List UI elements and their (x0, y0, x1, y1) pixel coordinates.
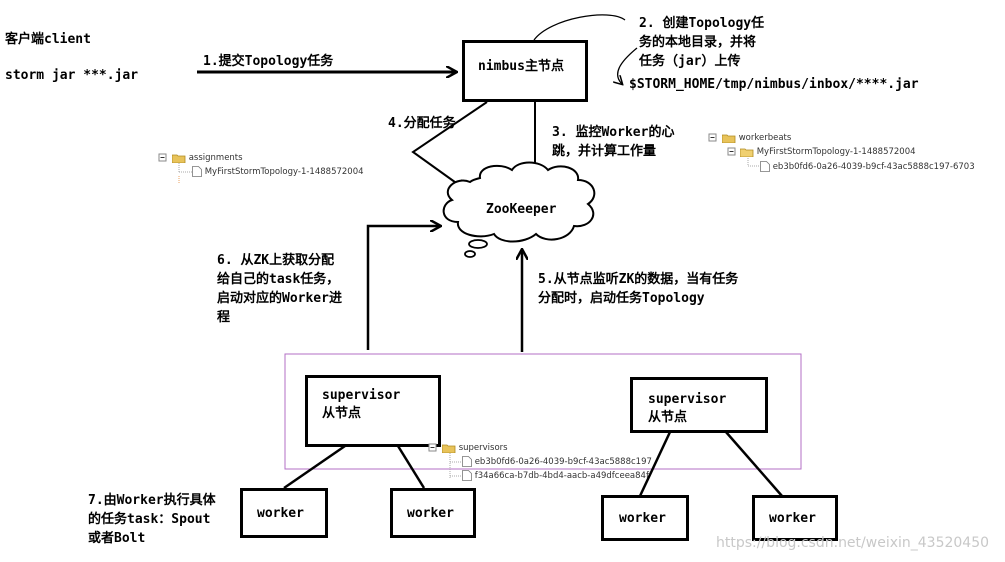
supervisors-child-2-label: f34a66ca-b7db-4bd4-aacb-a49dfceea84f (474, 471, 649, 481)
step3-line2: 跳，并计算工作量 (552, 144, 657, 159)
worker3-label: worker (619, 511, 666, 526)
client-command: storm jar ***.jar (5, 68, 139, 83)
supervisors-frame (284, 353, 802, 470)
supervisor-node-2: supervisor 从节点 (630, 377, 768, 433)
step7-line1: 7.由Worker执行具体 (88, 493, 216, 508)
supervisor-node-1: supervisor 从节点 (305, 375, 441, 447)
link-sup1-worker2 (396, 445, 426, 489)
worker-box-4: worker (752, 495, 838, 541)
link-sup2-worker3 (638, 431, 672, 497)
arrow-fetch-task (366, 226, 440, 350)
file-icon (192, 166, 202, 177)
assignments-tree: assignments MyFirstStormTopology-1-14885… (158, 150, 398, 190)
workerbeats-child-label: MyFirstStormTopology-1-1488572004 (756, 147, 916, 157)
workerbeats-tree: workerbeats MyFirstStormTopology-1-14885… (708, 130, 1005, 178)
step3-line1: 3. 监控Worker的心 (552, 125, 675, 140)
step6-line3: 启动对应的Worker进 (217, 291, 342, 306)
zookeeper-label: ZooKeeper (486, 202, 557, 217)
worker1-label: worker (257, 506, 304, 521)
link-sup2-worker4 (725, 431, 783, 497)
supervisors-tree: supervisors eb3b0fd6-0a26-4039-b9cf-43ac… (428, 440, 688, 486)
file-icon (462, 456, 472, 467)
supervisors-root-label: supervisors (458, 443, 508, 453)
link-sup1-worker1 (283, 444, 346, 490)
nimbus-label: nimbus主节点 (478, 59, 564, 74)
file-icon (462, 470, 472, 481)
step2-line1: 2. 创建Topology任 (639, 16, 765, 31)
supervisor1-role: 从节点 (322, 406, 362, 421)
supervisor1-name: supervisor (322, 388, 401, 403)
step2-line3: 任务（jar）上传 (639, 54, 741, 69)
supervisor2-role: 从节点 (648, 410, 688, 425)
arrow-create-local-dir (533, 14, 626, 41)
arrow-assign-task (411, 101, 488, 190)
supervisor2-name: supervisor (648, 392, 727, 407)
worker-box-3: worker (601, 495, 689, 541)
worker2-label: worker (407, 506, 454, 521)
file-icon (760, 161, 770, 172)
step7-line2: 的任务task：Spout (88, 512, 211, 527)
step5-line2: 分配时，启动任务Topology (538, 291, 705, 306)
zookeeper-cloud (442, 161, 596, 258)
assignments-tree-lines (158, 153, 192, 184)
step6-line1: 6. 从ZK上获取分配 (217, 253, 335, 268)
worker-box-2: worker (390, 488, 476, 538)
step2-line2: 务的本地目录，并将 (639, 35, 757, 50)
folder-icon (442, 444, 456, 453)
arrow-upload-jar (618, 47, 638, 84)
step2-path: $STORM_HOME/tmp/nimbus/inbox/****.jar (629, 77, 919, 92)
supervisors-tree-lines (428, 443, 462, 478)
watermark-text: https://blog.csdn.net/weixin_43520450 (716, 535, 990, 551)
workerbeats-leaf-label: eb3b0fd6-0a26-4039-b9cf-43ac5888c197-670… (772, 162, 975, 172)
supervisors-child-1-label: eb3b0fd6-0a26-4039-b9cf-43ac5888c197 (474, 457, 652, 467)
nimbus-node: nimbus主节点 (462, 40, 588, 102)
folder-open-icon (740, 148, 754, 157)
step6-line4: 程 (217, 310, 231, 325)
folder-icon (722, 134, 736, 143)
worker-box-1: worker (240, 488, 328, 538)
step6-line2: 给自己的task任务， (217, 272, 340, 287)
workerbeats-root-label: workerbeats (738, 133, 792, 143)
step7-line3: 或者Bolt (88, 531, 146, 546)
step1-label: 1.提交Topology任务 (203, 54, 334, 69)
client-title: 客户端client (5, 32, 91, 47)
step5-line1: 5.从节点监听ZK的数据，当有任务 (538, 272, 739, 287)
workerbeats-tree-lines (708, 133, 760, 167)
assignments-root-label: assignments (188, 153, 243, 163)
worker4-label: worker (769, 511, 816, 526)
folder-icon (172, 154, 186, 163)
assignments-child-label: MyFirstStormTopology-1-1488572004 (204, 167, 364, 177)
step4-label: 4.分配任务 (388, 116, 456, 131)
